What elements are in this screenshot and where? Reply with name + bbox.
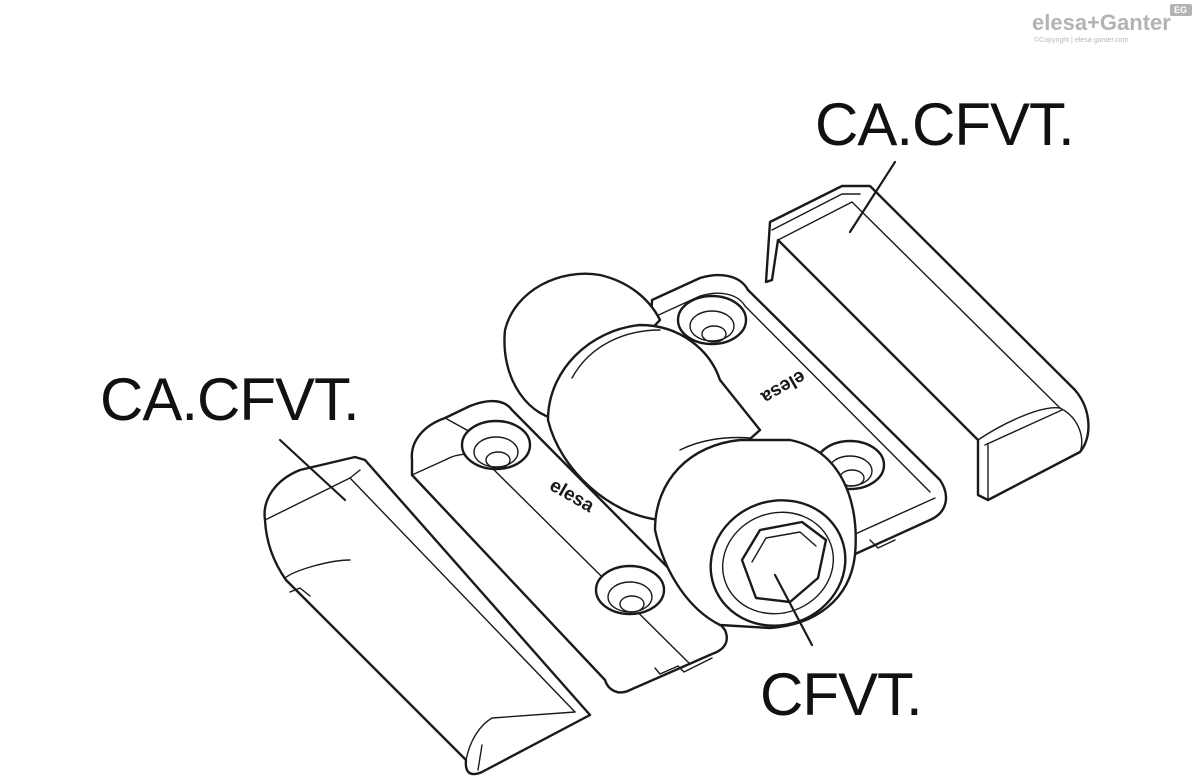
brand-logo: elesa+Ganter ©Copyright | elesa-ganter.c… — [1032, 4, 1192, 44]
leader-cover-left — [278, 438, 347, 502]
label-cover-left: CA.CFVT. — [100, 366, 359, 433]
brand-badge-text: EG — [1174, 5, 1187, 15]
hinge-barrel — [503, 272, 857, 630]
brand-name: elesa+Ganter — [1032, 10, 1171, 35]
label-cover-top-right: CA.CFVT. — [815, 91, 1074, 158]
brand-copyright: ©Copyright | elesa-ganter.com — [1034, 36, 1129, 44]
hinge-leaf-left: elesa — [410, 399, 728, 694]
leader-hinge — [773, 573, 814, 647]
brand-badge — [1170, 4, 1192, 16]
cover-left — [263, 455, 592, 776]
label-hinge: CFVT. — [760, 661, 922, 728]
leader-cover-right — [848, 160, 897, 234]
cover-right — [764, 184, 1090, 502]
